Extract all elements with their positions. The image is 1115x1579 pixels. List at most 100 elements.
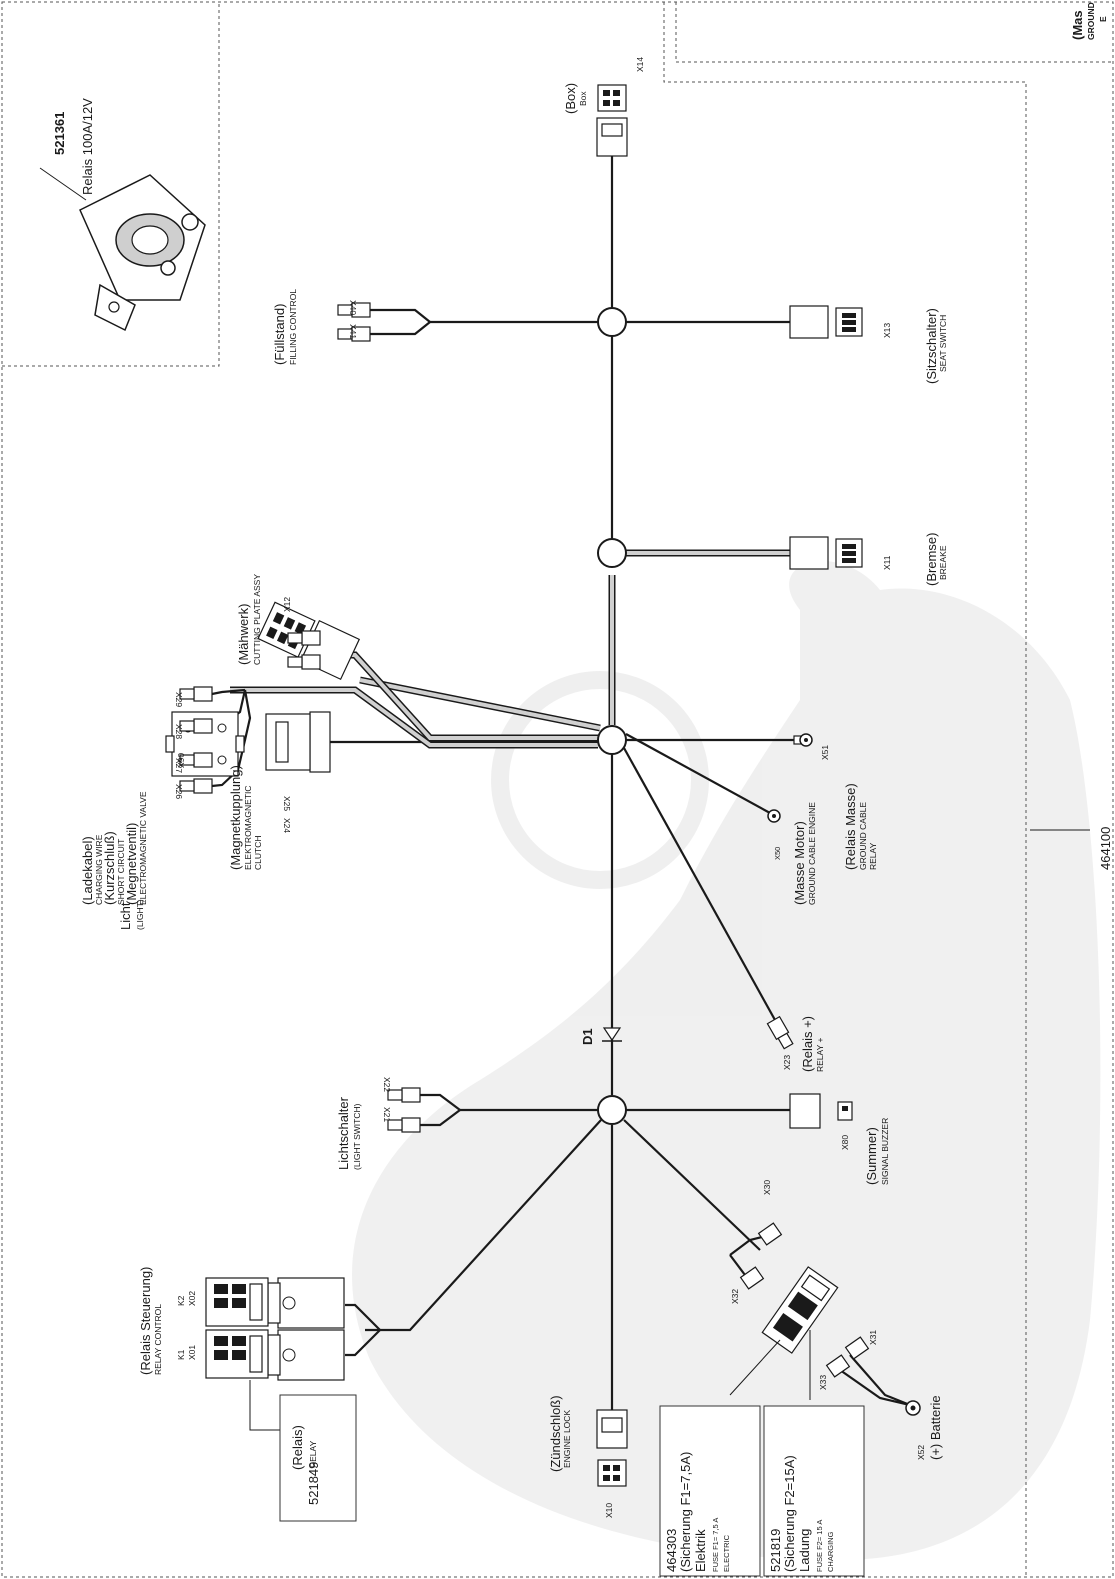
leader-lines <box>249 829 1090 1431</box>
junction-node <box>597 307 627 337</box>
label-relay-control-en: RELAY CONTROL <box>153 1304 163 1375</box>
label-x26: X26 <box>174 784 184 799</box>
label-x24: X24 <box>282 818 292 833</box>
watermark-logo <box>352 561 1101 1560</box>
label-light-en: (LIGHT) <box>135 899 145 930</box>
label-light-switch-en: (LIGHT SWITCH) <box>352 1103 362 1170</box>
label-x22: X22 <box>382 1077 392 1092</box>
legend-relay-box: 521849 (Relais) RELAY <box>279 1394 357 1522</box>
label-x23-en: RELAY + <box>815 1038 825 1072</box>
connector-x27 <box>179 752 213 768</box>
connector-x10 <box>596 1409 628 1487</box>
label-filling-de: (Füllstand) <box>272 304 287 365</box>
harness-frame <box>663 2 1027 1577</box>
junction-node <box>597 1095 627 1125</box>
label-x52-id: X52 <box>916 1445 926 1460</box>
label-charging-de3: (Megnetventil) <box>124 823 139 905</box>
svg-text:Elektrik: Elektrik <box>693 1529 708 1572</box>
label-charging-de1: (Ladekabel) <box>80 836 95 905</box>
label-x32: X32 <box>730 1289 740 1304</box>
connector-x14 <box>596 84 628 157</box>
label-relay-control-de: (Relais Steuerung) <box>138 1267 153 1375</box>
connector-x32 <box>739 1266 765 1290</box>
label-x10-id: X10 <box>604 1503 614 1518</box>
label-x29: X29 <box>174 692 184 707</box>
label-charging-en3: ELECTROMAGNETIC VALVE <box>138 791 148 905</box>
svg-text:FUSE F2= 15 A: FUSE F2= 15 A <box>815 1520 824 1572</box>
svg-text:FUSE F1= 7,5 A: FUSE F1= 7,5 A <box>711 1518 720 1572</box>
connector-x24 <box>287 654 321 670</box>
fuse-holder <box>761 1266 839 1354</box>
label-x14-en: Box <box>578 91 588 106</box>
label-x14-id: X14 <box>635 57 645 72</box>
connector-x52 <box>905 1400 921 1416</box>
connector-x13 <box>789 305 863 339</box>
label-x12-de: (Mähwerk) <box>236 604 251 665</box>
label-x10-de: (Zündschloß) <box>548 1395 563 1472</box>
connector-relay-control <box>205 1277 345 1381</box>
relay-callout-leader <box>39 167 87 201</box>
connector-x80 <box>789 1093 853 1129</box>
connector-x41 <box>337 326 371 342</box>
relay-callout-frame <box>2 2 220 367</box>
svg-text:RELAY: RELAY <box>308 1440 318 1468</box>
label-harness-no: 464100 <box>1098 827 1113 870</box>
svg-text:521849: 521849 <box>306 1462 321 1505</box>
label-x10-en: ENGINE LOCK <box>562 1410 572 1468</box>
label-clutch-en2: CLUTCH <box>253 836 263 870</box>
label-light-switch-de: Lichtschalter <box>336 1096 351 1170</box>
diode-d1 <box>602 1027 622 1042</box>
label-x50-de: (Masse Motor) <box>792 821 807 905</box>
label-charging-en2: SHORT CIRCUIT <box>116 839 126 905</box>
label-x02: X02 <box>187 1291 197 1306</box>
label-clutch-en1: ELEKTROMAGNETIC <box>243 785 253 870</box>
svg-text:(Sicherung F1=7,5A): (Sicherung F1=7,5A) <box>678 1452 693 1572</box>
label-x01: X01 <box>187 1345 197 1360</box>
label-clutch-de: (Magnetkupplung) <box>228 765 243 870</box>
label-x80-de: (Summer) <box>864 1127 879 1185</box>
label-x90: X90 <box>176 753 186 768</box>
label-x21: X21 <box>382 1107 392 1122</box>
junction-nodes <box>597 307 627 1125</box>
label-x51-de: (Relais Masse) <box>843 783 858 870</box>
label-x28: X28 <box>174 724 184 739</box>
label-filling-en: FILLING CONTROL <box>288 289 298 365</box>
label-light-de: Licht <box>118 902 133 930</box>
label-x12-en: CUTTING PLATE ASSY <box>252 574 262 665</box>
label-x50-en: GROUND CABLE ENGINE <box>807 802 817 905</box>
label-x31: X31 <box>868 1330 878 1345</box>
connector-x11 <box>789 536 863 570</box>
label-x80-en: SIGNAL BUZZER <box>880 1118 890 1185</box>
svg-text:E: E <box>1098 16 1108 22</box>
connector-x50 <box>767 809 781 823</box>
label-x11-de: (Bremse) <box>924 533 939 586</box>
connector-x25 <box>287 630 321 646</box>
connector-x31 <box>844 1336 870 1360</box>
connector-x29 <box>179 686 213 702</box>
label-x12-id: X12 <box>282 597 292 612</box>
connector-x40 <box>337 302 371 318</box>
label-d1: D1 <box>580 1028 595 1045</box>
svg-text:ELECTRIC: ELECTRIC <box>722 1534 731 1572</box>
relay-callout: 521361 Relais 100A/12V <box>39 98 206 332</box>
connector-x21 <box>387 1117 421 1133</box>
legend-fuse2-box: 521819 (Sicherung F2=15A) Ladung FUSE F2… <box>763 1405 865 1577</box>
label-x52-battery: (+) Batterie <box>928 1395 943 1460</box>
connector-x28 <box>179 718 213 734</box>
label-x51-en1: GROUND CABLE <box>858 802 868 870</box>
junction-node <box>597 725 627 755</box>
junction-node <box>597 538 627 568</box>
label-charging-de2: (Kurzschluß) <box>102 831 117 905</box>
label-x41: X41 <box>348 324 358 339</box>
label-x33: X33 <box>818 1375 828 1390</box>
connector-x26 <box>179 778 213 794</box>
label-x13-de: (Sitzschalter) <box>924 308 939 384</box>
label-x11-en: BREAKE <box>938 545 948 580</box>
svg-text:Ladung: Ladung <box>797 1529 812 1572</box>
svg-text:521819: 521819 <box>768 1529 783 1572</box>
connector-x22 <box>387 1087 421 1103</box>
label-x13-id: X13 <box>882 323 892 338</box>
ground-callout: (Mas GROUND E <box>1070 2 1108 40</box>
label-x27: X27 <box>174 758 184 773</box>
